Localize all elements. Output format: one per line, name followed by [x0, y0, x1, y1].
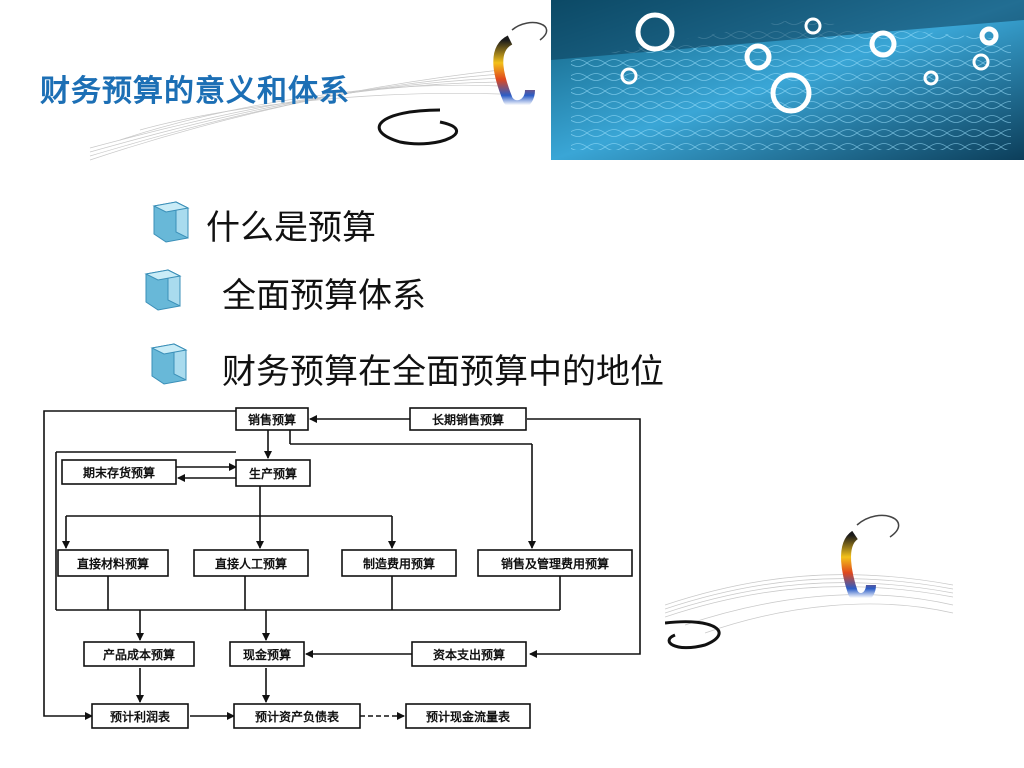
node-direct-labor-budget-label: 直接人工预算 — [215, 556, 287, 571]
node-cash-budget: 现金预算 — [229, 641, 305, 667]
node-projected-balance-sheet-label: 预计资产负债表 — [255, 709, 340, 724]
node-long-term-sales-budget: 长期销售预算 — [409, 407, 527, 431]
node-direct-labor-budget: 直接人工预算 — [193, 549, 309, 577]
slide-title: 财务预算的意义和体系 — [40, 74, 350, 109]
node-sales-budget-label: 销售预算 — [248, 412, 296, 427]
node-manufacturing-overhead-budget: 制造费用预算 — [341, 549, 457, 577]
node-selling-admin-expense-budget-label: 销售及管理费用预算 — [501, 556, 609, 571]
node-projected-cash-flow-statement: 预计现金流量表 — [405, 703, 531, 729]
node-projected-cash-flow-statement-label: 预计现金流量表 — [426, 709, 511, 724]
node-projected-income-statement-label: 预计利润表 — [110, 709, 171, 724]
node-product-cost-budget: 产品成本预算 — [83, 641, 195, 667]
node-product-cost-budget-label: 产品成本预算 — [103, 647, 175, 662]
node-direct-material-budget-label: 直接材料预算 — [77, 556, 149, 571]
node-production-budget: 生产预算 — [235, 459, 311, 487]
cube-bullet-icon — [144, 269, 182, 311]
node-ending-inventory-budget: 期末存货预算 — [61, 459, 177, 485]
bottom-swirl-decoration — [665, 514, 954, 650]
node-projected-income-statement: 预计利润表 — [91, 703, 189, 729]
node-long-term-sales-budget-label: 长期销售预算 — [432, 412, 504, 427]
header-photo — [551, 0, 1024, 160]
bullet-what-is-budget: 什么是预算 — [206, 208, 376, 248]
bullet-financial-budget-position: 财务预算在全面预算中的地位 — [222, 352, 664, 392]
node-ending-inventory-budget-label: 期末存货预算 — [83, 465, 155, 480]
diagram-connectors — [43, 410, 641, 720]
bullet-comprehensive-budget-system: 全面预算体系 — [222, 276, 426, 316]
cube-bullet-icon — [150, 343, 188, 385]
node-production-budget-label: 生产预算 — [249, 466, 297, 481]
node-capital-expenditure-budget-label: 资本支出预算 — [433, 647, 505, 662]
node-cash-budget-label: 现金预算 — [243, 647, 291, 662]
node-direct-material-budget: 直接材料预算 — [57, 549, 169, 577]
node-selling-admin-expense-budget: 销售及管理费用预算 — [477, 549, 633, 577]
node-sales-budget: 销售预算 — [235, 407, 309, 431]
cube-bullet-icon — [152, 201, 190, 243]
node-manufacturing-overhead-budget-label: 制造费用预算 — [363, 556, 435, 571]
title-swirl-decoration — [89, 21, 548, 161]
node-capital-expenditure-budget: 资本支出预算 — [411, 641, 527, 667]
node-projected-balance-sheet: 预计资产负债表 — [233, 703, 361, 729]
